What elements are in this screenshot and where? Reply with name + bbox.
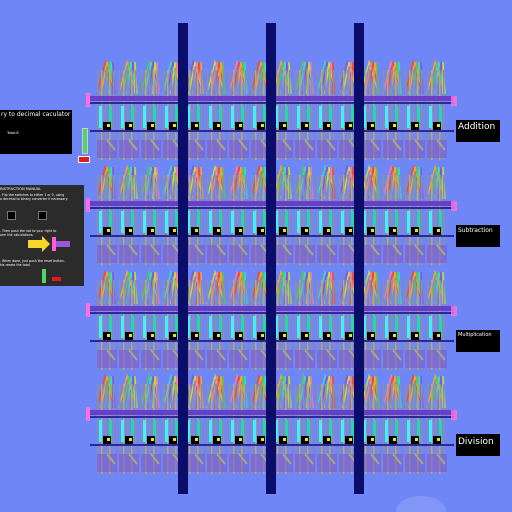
instruction-manual-panel: INSTRUCTION MANUAL . Flip the switches t… bbox=[0, 185, 84, 286]
multiplication-label: Multiplication bbox=[456, 330, 500, 352]
manual-step-3: . When done, just push the reset button. bbox=[0, 259, 65, 263]
reset-lever[interactable] bbox=[80, 128, 88, 156]
support-pillar-3 bbox=[354, 23, 364, 494]
manual-heading: INSTRUCTION MANUAL bbox=[0, 187, 42, 191]
manual-step-1: . Flip the switches to either 1 or 0, us… bbox=[0, 193, 65, 197]
subtraction-label: Subtraction bbox=[456, 225, 500, 247]
cloud-shape bbox=[396, 496, 446, 512]
push-arrow-icon bbox=[28, 236, 70, 252]
support-pillar-2 bbox=[266, 23, 276, 494]
addition-label: Addition bbox=[456, 120, 500, 142]
calculator-title-panel: ry to decimal caculator Total:8 bbox=[0, 110, 72, 154]
panel-title: ry to decimal caculator bbox=[1, 111, 71, 118]
reset-lever-diagram bbox=[42, 269, 46, 283]
operation-row-3 bbox=[86, 269, 457, 370]
manual-step-3b: his resets the total. bbox=[0, 263, 31, 267]
division-label: Division bbox=[456, 434, 500, 456]
switch-diagram bbox=[7, 211, 16, 220]
total-readout: Total:8 bbox=[7, 131, 19, 135]
reset-button[interactable] bbox=[78, 156, 90, 163]
switch-diagram-2 bbox=[38, 211, 47, 220]
manual-step-1b: a decimal to binary converter if necessa… bbox=[0, 197, 69, 201]
manual-step-2: . Then push the rod to your right to bbox=[0, 229, 57, 233]
support-pillar-1 bbox=[178, 23, 188, 494]
manual-step-2b: orm the calculations. bbox=[0, 233, 34, 237]
reset-button-diagram bbox=[52, 277, 61, 281]
